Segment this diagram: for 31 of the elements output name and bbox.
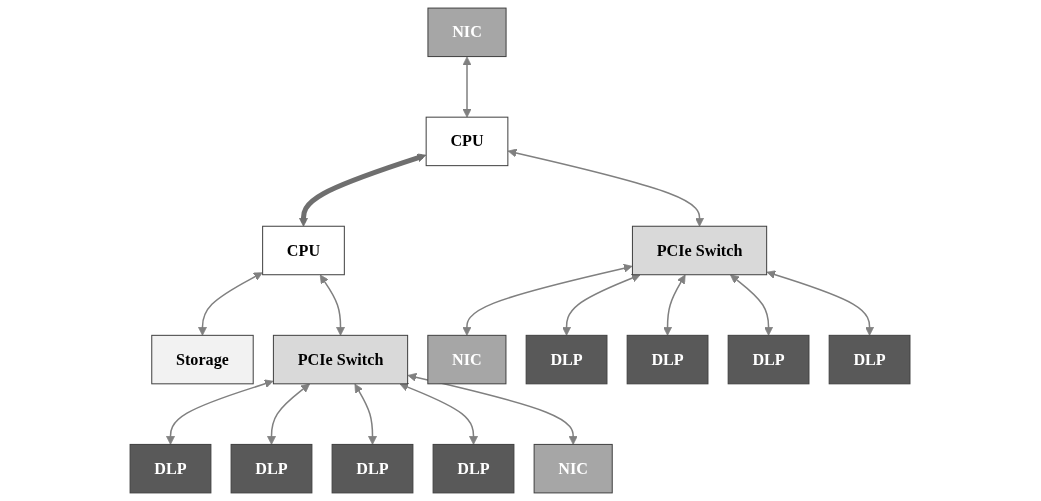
arrow [463,56,472,118]
arrow [663,274,686,336]
arrow [462,263,633,336]
arrow [166,379,274,445]
node-box: PCIe Switch [273,334,409,385]
node-box: DLP [829,334,911,385]
arrow [767,270,875,336]
arrow [400,382,479,445]
node-box: DLP [231,443,313,494]
node-box: DLP [526,334,608,385]
arrow [355,383,378,445]
node-box: CPU [262,225,346,276]
node-box: NIC [534,443,614,494]
arrow [299,153,427,227]
arrow [198,272,264,336]
node-box: DLP [332,443,414,494]
arrow [267,383,311,445]
node-box: PCIe Switch [632,225,768,276]
node-box: DLP [130,443,212,494]
node-box: Storage [151,334,255,385]
node-box: DLP [433,443,515,494]
arrow [320,274,346,336]
arrow [562,273,641,336]
node-box: DLP [728,334,810,385]
node-box: DLP [627,334,709,385]
node-box: NIC [427,7,508,58]
arrow [508,148,705,227]
arrow [730,274,774,336]
node-box: CPU [426,116,509,167]
arrow [408,372,579,445]
node-box: NIC [427,334,507,385]
